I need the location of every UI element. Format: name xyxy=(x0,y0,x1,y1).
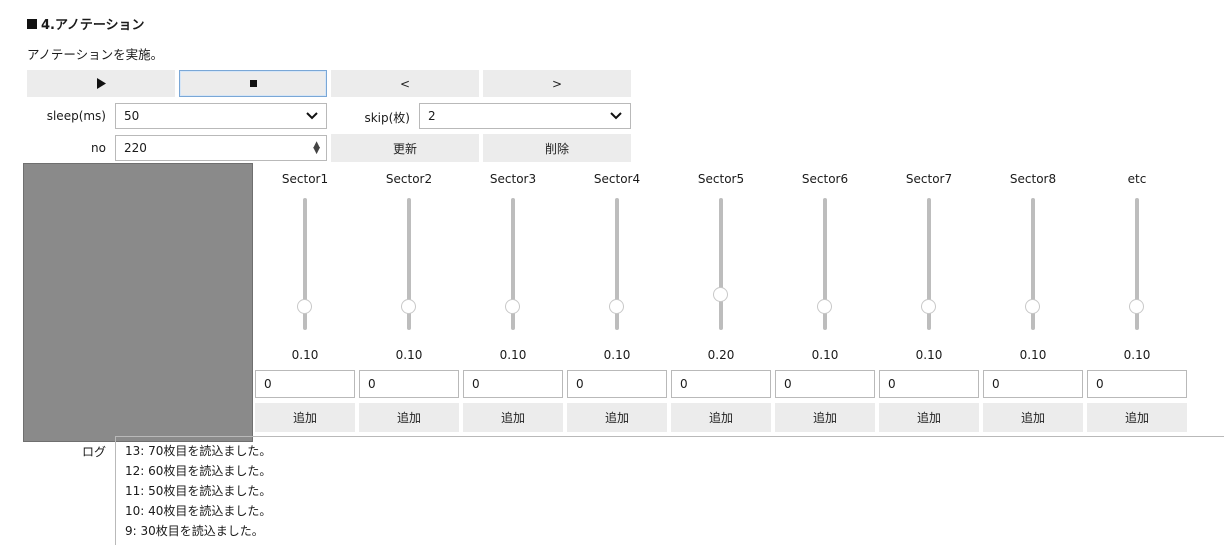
sector-value: 0.10 xyxy=(499,348,527,362)
add-button[interactable]: 追加 xyxy=(671,403,771,432)
no-label: no xyxy=(91,141,106,155)
sector-value: 0.10 xyxy=(1123,348,1151,362)
sector-name: Sector8 xyxy=(1009,172,1057,186)
sector-name: Sector7 xyxy=(905,172,953,186)
slider-thumb[interactable] xyxy=(297,298,312,314)
slider-track[interactable] xyxy=(1031,198,1035,330)
slider-track[interactable] xyxy=(615,198,619,330)
sleep-label: sleep(ms) xyxy=(46,109,106,123)
skip-label: skip(枚) xyxy=(364,111,410,125)
sector-input[interactable]: 0 xyxy=(567,370,667,398)
sector-input[interactable]: 0 xyxy=(359,370,459,398)
sector-name: Sector3 xyxy=(489,172,537,186)
sector-name: Sector2 xyxy=(385,172,433,186)
square-bullet-icon xyxy=(27,18,37,29)
add-button[interactable]: 追加 xyxy=(359,403,459,432)
sector-value: 0.10 xyxy=(1019,348,1047,362)
image-preview xyxy=(23,163,253,442)
slider-thumb[interactable] xyxy=(817,298,832,314)
slider-thumb[interactable] xyxy=(921,298,936,314)
stepper-icon[interactable]: ▲▼ xyxy=(313,140,320,156)
sector-name: etc xyxy=(1127,172,1147,186)
sector-input[interactable]: 0 xyxy=(879,370,979,398)
sector-value: 0.10 xyxy=(395,348,423,362)
slider-track[interactable] xyxy=(927,198,931,330)
delete-button[interactable]: 削除 xyxy=(483,134,631,162)
sector-input[interactable]: 0 xyxy=(255,370,355,398)
slider-thumb[interactable] xyxy=(713,287,728,303)
play-icon xyxy=(96,78,106,89)
slider-track[interactable] xyxy=(303,198,307,330)
log-line: 12: 60枚目を読込ました。 xyxy=(125,464,272,478)
add-button[interactable]: 追加 xyxy=(1087,403,1187,432)
sector-input[interactable]: 0 xyxy=(671,370,771,398)
log-line: 9: 30枚目を読込ました。 xyxy=(125,524,264,538)
log-line: 13: 70枚目を読込ました。 xyxy=(125,444,272,458)
add-button[interactable]: 追加 xyxy=(879,403,979,432)
sector-value: 0.10 xyxy=(603,348,631,362)
slider-track[interactable] xyxy=(407,198,411,330)
stop-button[interactable] xyxy=(179,70,327,97)
sleep-select[interactable]: 50 xyxy=(115,103,327,129)
slider-track[interactable] xyxy=(823,198,827,330)
sector-name: Sector4 xyxy=(593,172,641,186)
sector-input[interactable]: 0 xyxy=(1087,370,1187,398)
section-heading: 4.アノテーション xyxy=(27,14,145,33)
sleep-value: 50 xyxy=(124,109,140,123)
skip-select[interactable]: 2 xyxy=(419,103,631,129)
slider-thumb[interactable] xyxy=(1025,298,1040,314)
sector-value: 0.20 xyxy=(707,348,735,362)
sector-name: Sector6 xyxy=(801,172,849,186)
chevron-down-icon xyxy=(610,112,622,120)
prev-button[interactable]: < xyxy=(331,70,479,97)
slider-thumb[interactable] xyxy=(609,298,624,314)
play-button[interactable] xyxy=(27,70,175,97)
slider-thumb[interactable] xyxy=(1129,298,1144,314)
add-button[interactable]: 追加 xyxy=(463,403,563,432)
slider-track[interactable] xyxy=(1135,198,1139,330)
sector-input[interactable]: 0 xyxy=(983,370,1083,398)
slider-track[interactable] xyxy=(719,198,723,330)
add-button[interactable]: 追加 xyxy=(255,403,355,432)
next-button[interactable]: > xyxy=(483,70,631,97)
add-button[interactable]: 追加 xyxy=(775,403,875,432)
sector-input[interactable]: 0 xyxy=(775,370,875,398)
sector-value: 0.10 xyxy=(811,348,839,362)
add-button[interactable]: 追加 xyxy=(567,403,667,432)
log-label: ログ xyxy=(81,445,106,459)
section-description: アノテーションを実施。 xyxy=(27,47,164,62)
log-box[interactable]: 13: 70枚目を読込ました。 12: 60枚目を読込ました。 11: 50枚目を読… xyxy=(115,436,1224,545)
sector-input[interactable]: 0 xyxy=(463,370,563,398)
sector-value: 0.10 xyxy=(291,348,319,362)
slider-thumb[interactable] xyxy=(505,298,520,314)
sector-name: Sector1 xyxy=(281,172,329,186)
no-value: 220 xyxy=(124,141,147,155)
slider-thumb[interactable] xyxy=(401,298,416,314)
section-title: 4.アノテーション xyxy=(41,18,145,33)
log-line: 10: 40枚目を読込ました。 xyxy=(125,504,272,518)
stop-icon xyxy=(249,80,257,87)
log-line: 11: 50枚目を読込ました。 xyxy=(125,484,272,498)
add-button[interactable]: 追加 xyxy=(983,403,1083,432)
slider-track[interactable] xyxy=(511,198,515,330)
skip-value: 2 xyxy=(428,109,436,123)
chevron-down-icon xyxy=(306,112,318,120)
no-input[interactable]: 220 ▲▼ xyxy=(115,135,327,161)
sector-name: Sector5 xyxy=(697,172,745,186)
sector-value: 0.10 xyxy=(915,348,943,362)
update-button[interactable]: 更新 xyxy=(331,134,479,162)
